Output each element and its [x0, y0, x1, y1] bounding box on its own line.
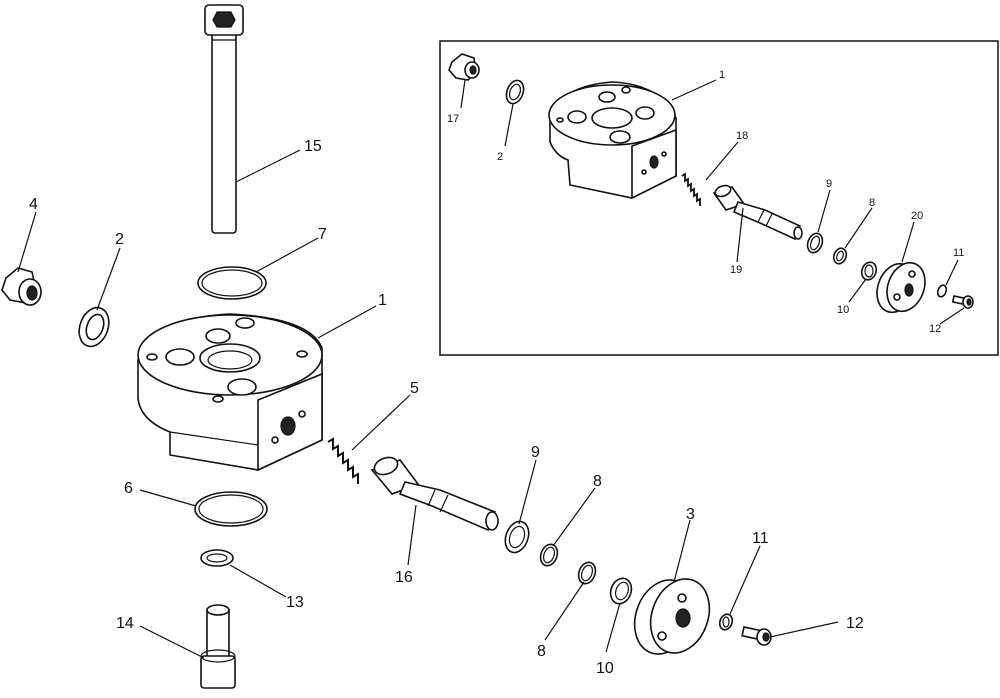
- inset-part-10-seal: [860, 261, 878, 281]
- label-6: 6: [124, 480, 133, 497]
- label-4: 4: [29, 196, 38, 213]
- inset-part-18-spring: [681, 172, 701, 206]
- label-8-lower: 8: [537, 643, 546, 660]
- inset-part-17-nut: [448, 53, 480, 81]
- part-4-hex-nut: [1, 267, 42, 306]
- inset-label-17: 17: [447, 113, 459, 125]
- part-14-cap-screw: [200, 604, 236, 689]
- inset-label-8: 8: [869, 197, 875, 209]
- leader-lines: [17, 149, 839, 659]
- label-11: 11: [752, 530, 769, 547]
- part-5-spring: [327, 437, 359, 484]
- inset-label-18: 18: [736, 130, 748, 142]
- part-3-end-cap: [633, 578, 711, 655]
- inset-part-1-body: [548, 81, 677, 200]
- inset-label-11: 11: [953, 247, 964, 259]
- inset-label-20: 20: [911, 210, 923, 222]
- label-3: 3: [686, 506, 695, 523]
- label-5: 5: [410, 380, 419, 397]
- part-1-main-body: [137, 313, 323, 472]
- label-12: 12: [846, 615, 864, 632]
- inset-label-12: 12: [929, 323, 941, 335]
- inset-label-19: 19: [730, 264, 742, 276]
- inset-part-8-ring: [832, 247, 848, 265]
- inset-label-9: 9: [826, 178, 832, 190]
- part-6-o-ring: [194, 491, 268, 527]
- label-9: 9: [531, 444, 540, 461]
- label-14: 14: [116, 615, 134, 632]
- part-9-ring: [504, 520, 530, 554]
- label-10: 10: [596, 660, 614, 677]
- part-8-ring-lower: [577, 561, 597, 585]
- part-8-ring-upper: [539, 543, 559, 567]
- part-15-long-screw: [204, 4, 244, 234]
- part-16-spool: [370, 456, 499, 532]
- part-10-seal: [609, 577, 633, 605]
- label-8-upper: 8: [593, 473, 602, 490]
- label-2: 2: [115, 231, 124, 248]
- main-labels: 15 7 4 2 1 5 6 9 8 16 13 3 11 8 10 12 14: [29, 138, 864, 677]
- inset-part-12-screw: [951, 295, 974, 309]
- inset-part-20-end-cap: [876, 261, 926, 314]
- inset-panel: 17 2 1 18 9 8 20 19 11 10 12: [439, 40, 999, 356]
- part-11-small-washer: [718, 613, 734, 631]
- part-7-o-ring: [197, 266, 267, 300]
- part-2-washer: [78, 306, 110, 348]
- inset-part-2-washer: [505, 79, 525, 105]
- inset-labels: 17 2 1 18 9 8 20 19 11 10 12: [447, 69, 964, 335]
- part-13-washer: [200, 549, 234, 567]
- label-1: 1: [378, 292, 387, 309]
- part-12-small-screw: [741, 626, 772, 646]
- inset-part-11-washer: [936, 284, 948, 298]
- inset-leader-lines: [460, 79, 965, 325]
- inset-part-19-spool: [712, 184, 803, 241]
- label-13: 13: [286, 594, 304, 611]
- inset-part-9-ring: [806, 232, 824, 254]
- label-7: 7: [318, 226, 327, 243]
- inset-label-2: 2: [497, 151, 503, 163]
- label-16: 16: [395, 569, 413, 586]
- inset-label-1: 1: [719, 69, 725, 81]
- inset-label-10: 10: [837, 304, 849, 316]
- label-15: 15: [304, 138, 322, 155]
